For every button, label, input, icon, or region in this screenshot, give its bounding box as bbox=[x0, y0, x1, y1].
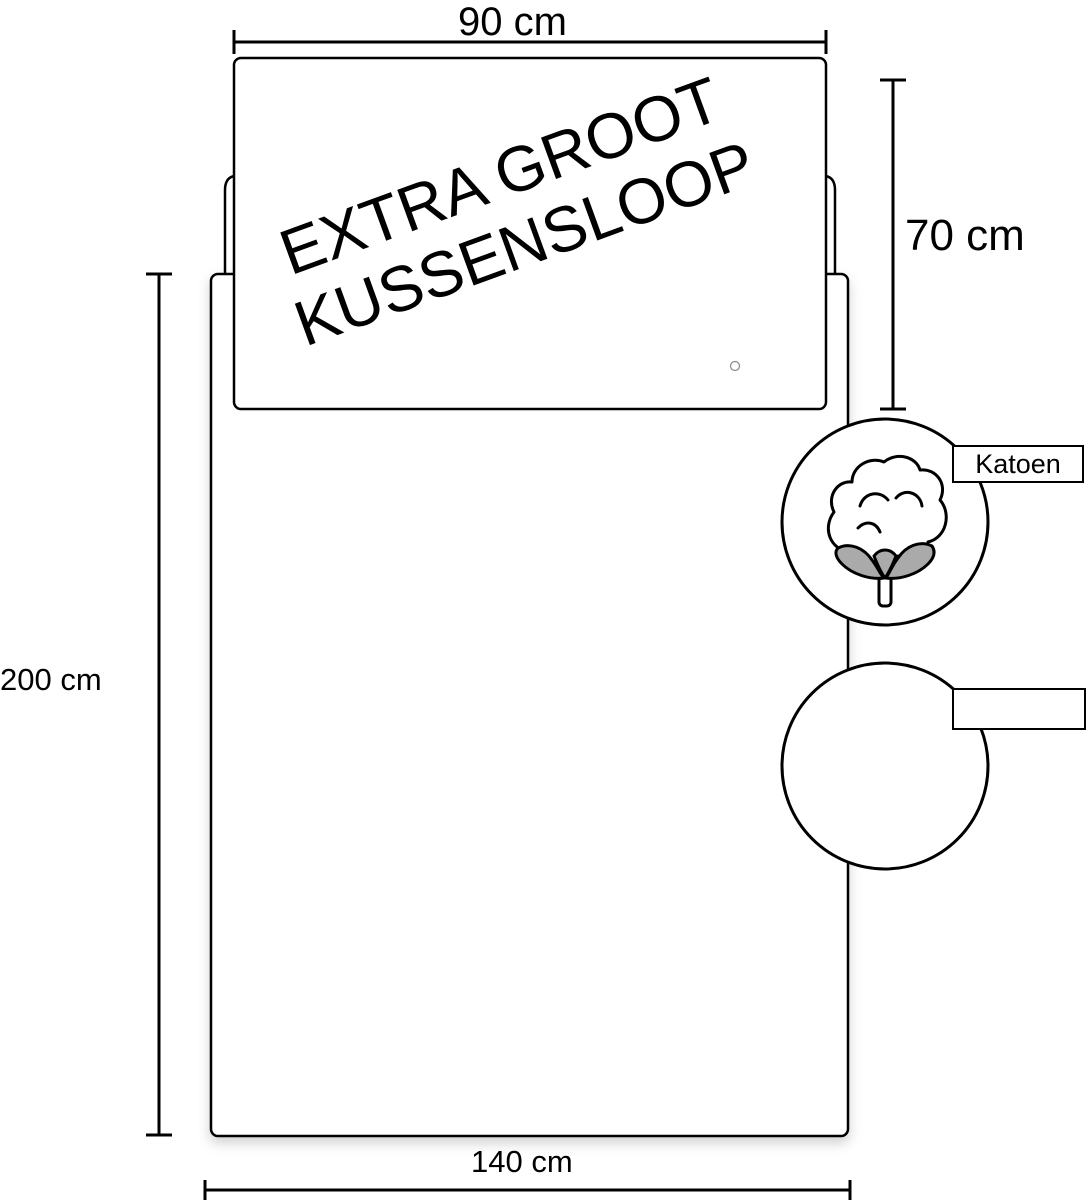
duvet-height-label: 200 cm bbox=[0, 662, 102, 697]
pillow-width-label: 90 cm bbox=[458, 0, 567, 44]
pillow-height-dimension-line bbox=[880, 78, 906, 411]
pillow-case bbox=[232, 56, 828, 411]
duvet-width-label: 140 cm bbox=[471, 1144, 573, 1179]
pillow-height-label: 70 cm bbox=[905, 211, 1025, 260]
cotton-flower-icon bbox=[827, 454, 948, 608]
back-pillow-left-edge bbox=[223, 174, 235, 274]
back-pillow-right-edge bbox=[825, 174, 837, 274]
second-badge-label bbox=[952, 688, 1086, 730]
material-label: Katoen bbox=[952, 445, 1084, 483]
duvet-height-dimension-line bbox=[146, 272, 172, 1137]
duvet-width-dimension-line bbox=[203, 1180, 852, 1200]
second-badge-circle bbox=[780, 661, 990, 871]
pillow-width-dimension-line bbox=[232, 30, 828, 54]
pillow-button-icon bbox=[729, 360, 741, 372]
